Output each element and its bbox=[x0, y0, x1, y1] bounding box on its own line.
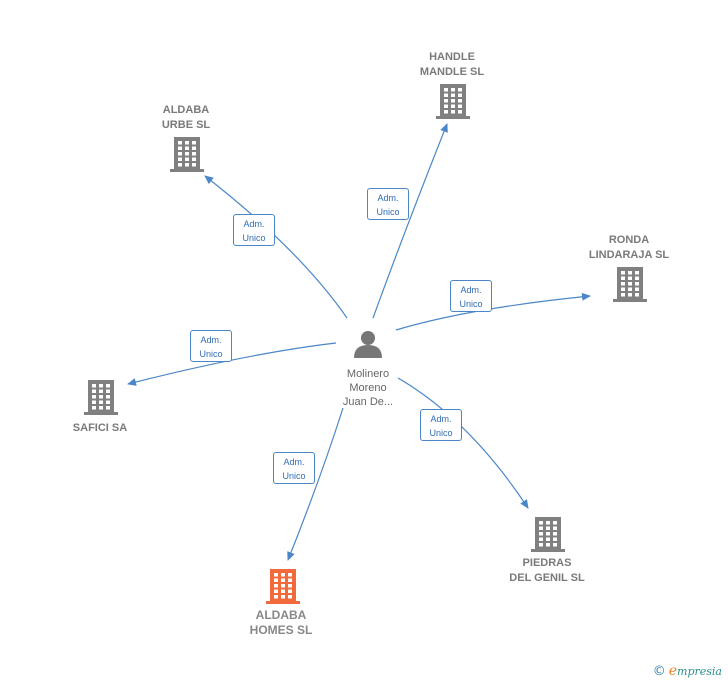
company-label-ronda-lindaraja[interactable]: RONDA LINDARAJA SL bbox=[588, 234, 670, 261]
copyright-symbol: © bbox=[652, 664, 666, 679]
relation-label-aldaba-homes: Adm. Unico bbox=[273, 452, 315, 484]
edge-safici bbox=[127, 342, 337, 386]
company-label-safici[interactable]: SAFICI SA bbox=[72, 422, 128, 434]
company-label-aldaba-urbe[interactable]: ALDABA URBE SL bbox=[161, 104, 211, 131]
building-icon[interactable] bbox=[266, 569, 300, 604]
edge-piedras-genil bbox=[397, 377, 529, 509]
company-label-piedras-genil[interactable]: PIEDRAS DEL GENIL SL bbox=[509, 557, 585, 584]
edge-aldaba-homes bbox=[287, 407, 344, 561]
relation-label-safici: Adm. Unico bbox=[190, 330, 232, 362]
empresia-watermark: ©empresia bbox=[653, 663, 722, 679]
person-icon[interactable] bbox=[354, 331, 382, 358]
building-icon[interactable] bbox=[613, 267, 647, 302]
building-icon[interactable] bbox=[531, 517, 565, 552]
building-icon[interactable] bbox=[170, 137, 204, 172]
relation-label-aldaba-urbe: Adm. Unico bbox=[233, 214, 275, 246]
company-label-aldaba-homes[interactable]: ALDABA HOMES SL bbox=[249, 608, 313, 637]
brand-initial: e bbox=[668, 663, 678, 679]
edge-handle-mandle bbox=[372, 123, 448, 319]
relation-label-handle-mandle: Adm. Unico bbox=[367, 188, 409, 220]
relation-label-piedras-genil: Adm. Unico bbox=[420, 409, 462, 441]
building-icon[interactable] bbox=[84, 380, 118, 415]
company-label-handle-mandle[interactable]: HANDLE MANDLE SL bbox=[419, 51, 485, 78]
relation-label-ronda-lindaraja: Adm. Unico bbox=[450, 280, 492, 312]
center-person-label[interactable]: Molinero Moreno Juan De... bbox=[342, 368, 394, 408]
brand-name: mpresia bbox=[677, 665, 722, 678]
edge-aldaba-urbe bbox=[204, 175, 348, 319]
building-icon[interactable] bbox=[436, 84, 470, 119]
edge-ronda-lindaraja bbox=[395, 292, 591, 331]
